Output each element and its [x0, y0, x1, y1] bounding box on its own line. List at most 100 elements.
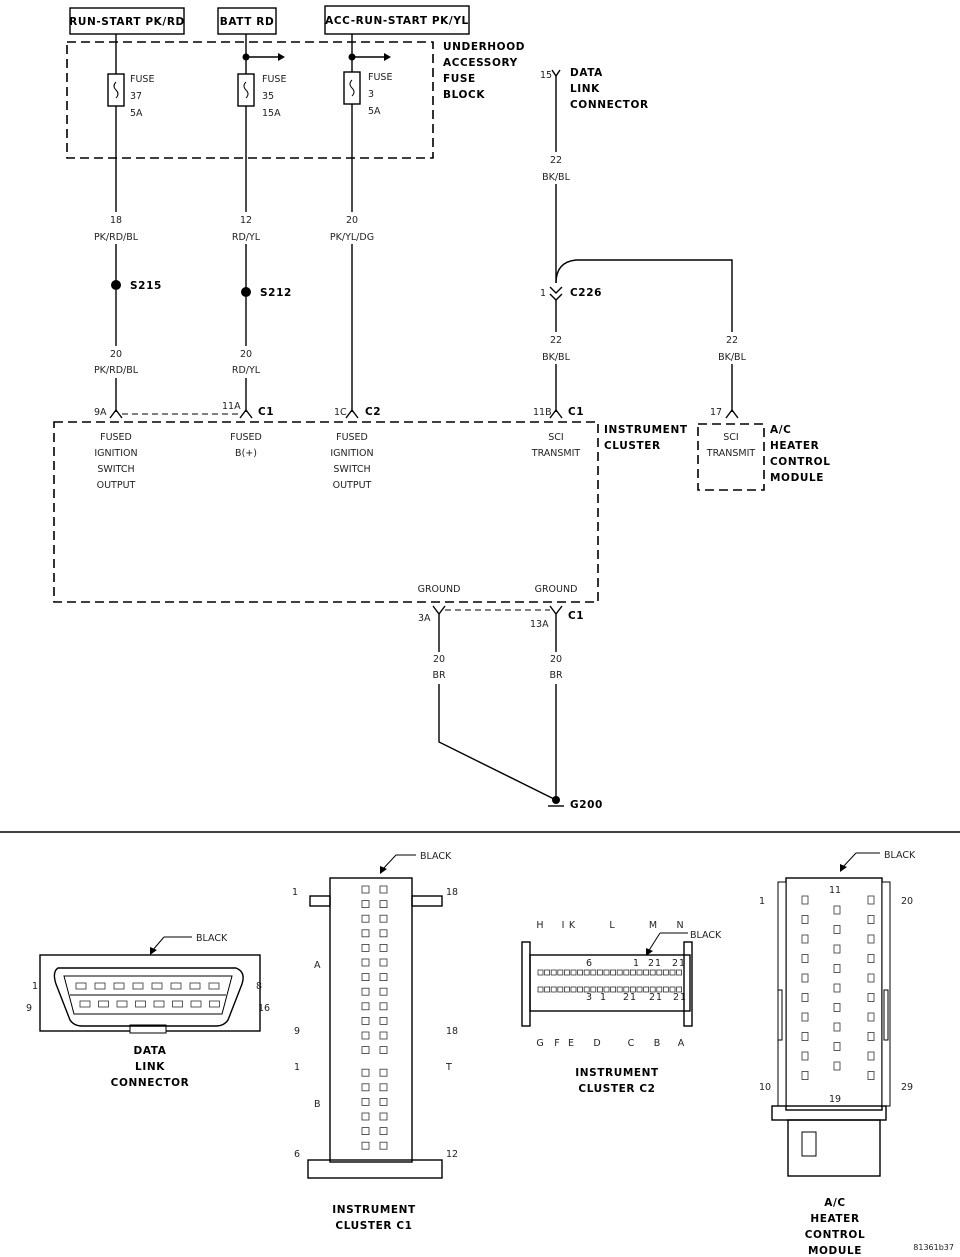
- c2-pin-cavity: [597, 969, 603, 976]
- c2-pin-cavity: [557, 986, 564, 993]
- hvac-pin-cavity: [867, 1032, 875, 1041]
- hvac-pin-cavity: [867, 1012, 875, 1022]
- c1-pin-cavity: [361, 973, 370, 981]
- c2-pin-cavity: [550, 986, 557, 993]
- connector-c1b-label: C1: [568, 406, 584, 418]
- c1-view-title-2: CLUSTER C1: [335, 1220, 412, 1232]
- c1-view-p6: 6: [294, 1149, 300, 1160]
- pin-13a: 13A: [530, 619, 549, 630]
- c2-pin-cavity: [623, 969, 630, 976]
- cluster-c1-connector-view: [307, 854, 443, 1179]
- hvac-pin-cavity: [867, 1051, 875, 1061]
- c2-bottom-pin-label: C: [628, 1038, 635, 1049]
- batt-source-box: [217, 7, 277, 35]
- c1-pin-cavity: [361, 944, 370, 952]
- hvac-label-2: HEATER: [770, 440, 819, 452]
- c1-pin-cavity: [379, 987, 388, 996]
- terminal-11a-icon: [239, 408, 253, 419]
- c1-view-b: B: [314, 1099, 321, 1110]
- w18-label-bg: [84, 212, 148, 244]
- hvac-pin-17: 17: [710, 407, 722, 418]
- batt-label: BATT RD: [220, 16, 275, 28]
- dlc-pin-cavity: [151, 982, 163, 990]
- hvac-sci-l1: SCI: [723, 432, 738, 443]
- c1-pin-cavity: [379, 1112, 388, 1121]
- c1-view-p9: 9: [294, 1026, 300, 1037]
- c2-pin-cavity: [630, 969, 636, 976]
- hvac-pin-cavity: [867, 915, 875, 924]
- fuse-37-element: [113, 81, 119, 99]
- dlc-pin-cavity: [135, 1000, 146, 1008]
- c2-row2-number: 1: [630, 992, 636, 1003]
- c1-pin-cavity: [379, 1083, 388, 1092]
- hvac-pin-cavity: [801, 993, 809, 1002]
- c2-top-pin-label: M: [649, 920, 657, 931]
- hvac-pin-cavity: [801, 1032, 809, 1041]
- fuse-37-number: 37: [130, 91, 142, 102]
- c2-pin-cavity: [557, 969, 564, 976]
- c1-pin-cavity: [361, 1083, 370, 1092]
- fused-ign1-l3: SWITCH: [97, 464, 134, 475]
- c2-pin-cavity: [636, 986, 643, 993]
- c2-row1-number: 6: [586, 958, 592, 969]
- c2-pin-cavity: [636, 969, 643, 976]
- c1-pin-cavity: [361, 1127, 370, 1135]
- c1-pin-cavity: [379, 1002, 388, 1011]
- c2-pin-cavity: [583, 969, 590, 976]
- c2-pin-cavity: [610, 969, 616, 976]
- w22c-label-bg: [710, 332, 754, 364]
- dlc-label-2: LINK: [570, 83, 600, 95]
- dlc-connector-view: [39, 936, 261, 1034]
- c2-row1-number: 2: [672, 958, 678, 969]
- wire-ground-3a: [438, 614, 557, 801]
- sci-cluster-l1: SCI: [548, 432, 563, 443]
- w20a-gauge: 20: [346, 215, 358, 226]
- c1-pin-cavity: [379, 900, 388, 908]
- c2-row1-number: 1: [633, 958, 639, 969]
- c2-top-pin-label: L: [609, 920, 615, 931]
- c2-row2-number: 2: [649, 992, 655, 1003]
- w18-gauge: 18: [110, 215, 122, 226]
- hvac-label-3: CONTROL: [770, 456, 830, 468]
- w22b-color: BK/BL: [542, 352, 570, 363]
- c1-pin-cavity: [379, 1046, 388, 1054]
- g2-color: BR: [549, 670, 563, 681]
- connector-c1c-label: C1: [568, 610, 584, 622]
- hvac-view-p10: 10: [759, 1082, 771, 1093]
- hvac-label-4: MODULE: [770, 472, 824, 484]
- hvac-view-title-4: MODULE: [808, 1245, 862, 1257]
- splice-s212-label: S212: [260, 287, 292, 299]
- c2-pin-cavity: [537, 986, 544, 993]
- pin-9a: 9A: [94, 407, 107, 418]
- c2-row2-number: 2: [623, 992, 629, 1003]
- dlc-pin-cavity: [170, 982, 182, 990]
- c1-pin-cavity: [379, 1141, 388, 1150]
- c2-pin-cavity: [610, 986, 616, 993]
- dlc-pin-cavity: [94, 982, 106, 990]
- hvac-pin-cavity: [833, 925, 841, 934]
- w20a-label-bg: [322, 212, 382, 244]
- dlc-pin-cavity: [132, 982, 144, 990]
- dlc-label-1: DATA: [570, 67, 603, 79]
- c1-pin-cavity: [361, 958, 370, 967]
- c1-pin-cavity: [379, 973, 388, 981]
- g1-color: BR: [432, 670, 446, 681]
- dlc-pin-cavity: [113, 982, 125, 990]
- hvac-sci-l2: TRANSMIT: [706, 448, 756, 459]
- hvac-pin-cavity: [867, 934, 875, 944]
- c1-pin-cavity: [379, 958, 388, 967]
- cluster-c2-connector-view: [521, 932, 693, 1027]
- c1-view-a: A: [314, 960, 321, 971]
- w20c-gauge: 20: [240, 349, 252, 360]
- c1-pin-cavity: [361, 1031, 370, 1040]
- fuse-3-bus-arrow-icon: [384, 53, 391, 61]
- run-start-label: RUN-START PK/RD: [69, 16, 185, 28]
- w22a-label-bg: [534, 152, 578, 184]
- fuse-35-name: FUSE: [262, 74, 286, 85]
- dlc-pin-cavity: [75, 982, 87, 990]
- ground-g200-dot: [552, 796, 560, 804]
- c2-pin-cavity: [590, 986, 597, 993]
- g2-gauge: 20: [550, 654, 562, 665]
- dlc-pin-cavity: [209, 1000, 220, 1008]
- hvac-pin-cavity: [833, 1042, 841, 1051]
